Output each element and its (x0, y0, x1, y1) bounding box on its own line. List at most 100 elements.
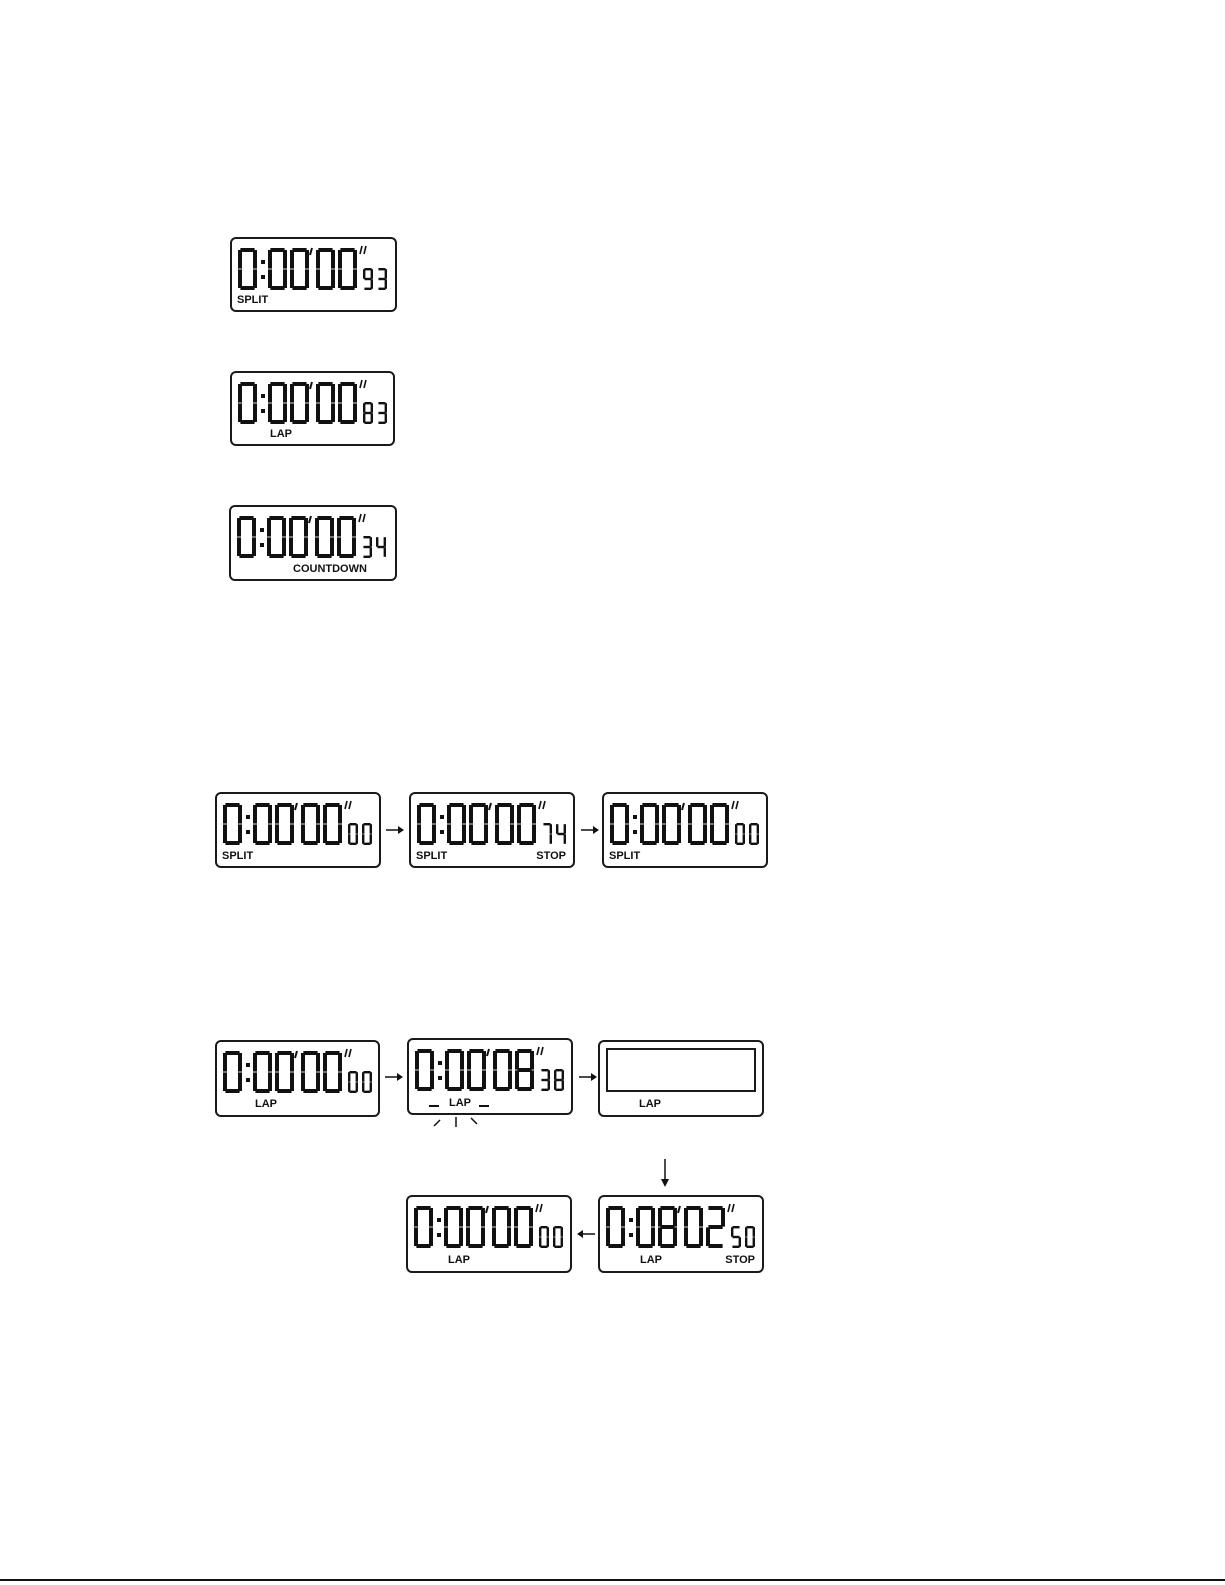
lcd-segment (240, 420, 254, 424)
lcd-segment (255, 1051, 269, 1055)
lcd-segment (371, 413, 373, 423)
lcd-segment (364, 412, 371, 414)
lcd-segment (469, 805, 473, 824)
lcd-segment (651, 1227, 655, 1246)
lcd-display-lap-blank: LAP (598, 1040, 764, 1117)
lcd-segment (655, 824, 659, 843)
lcd-segment (223, 1072, 227, 1091)
lcd-segment (514, 1227, 518, 1246)
lcd-segment (492, 1208, 496, 1227)
lcd-segment (699, 1227, 703, 1246)
lcd-segment (556, 824, 558, 834)
lcd-segment (642, 841, 656, 845)
lcd-segment (304, 518, 308, 537)
seconds-mark (540, 1204, 542, 1212)
display-label: SPLIT (416, 851, 447, 862)
lcd-segment (449, 841, 463, 845)
lcd-segment (385, 279, 387, 289)
lcd-segment (677, 805, 681, 824)
lcd-segment (225, 803, 239, 807)
lcd-segment (315, 537, 319, 556)
lcd-segment (555, 1079, 562, 1081)
lcd-segment (269, 554, 283, 558)
lcd-segment (225, 841, 239, 845)
colon-dot (261, 394, 265, 398)
lcd-display-split-1: SPLIT (215, 792, 381, 868)
lcd-segment (316, 250, 320, 269)
lcd-segment (495, 1049, 509, 1053)
lcd-segment (612, 803, 626, 807)
lcd-segment (349, 823, 356, 825)
lcd-segment (757, 824, 759, 834)
lcd-segment (415, 1051, 419, 1070)
lcd-segment (731, 1227, 733, 1237)
lcd-segment (356, 834, 358, 844)
lcd-segment (688, 805, 692, 824)
right-arrow-icon (580, 824, 600, 836)
lcd-segment (554, 1070, 556, 1080)
display-label: SPLIT (222, 851, 253, 862)
lcd-display-split-3: SPLIT (602, 792, 768, 868)
lcd-segment (710, 824, 714, 843)
lcd-segment (291, 516, 305, 520)
lcd-segment (743, 824, 745, 834)
flash-rays-icon (428, 1112, 484, 1128)
lcd-segment (625, 805, 629, 824)
lcd-segment (417, 1049, 431, 1053)
lcd-display-split: SPLIT (230, 237, 397, 312)
lcd-segment (414, 1227, 418, 1246)
display-label: LAP (639, 1099, 661, 1110)
lcd-segment (610, 805, 614, 824)
lcd-segment (238, 384, 242, 403)
flash-dash-right (479, 1105, 489, 1107)
lcd-segment (370, 1072, 372, 1082)
lcd-segment (462, 824, 466, 843)
lcd-segment (530, 1070, 534, 1089)
lcd-segment (289, 518, 293, 537)
colon-dot (437, 1218, 441, 1222)
lcd-segment (282, 537, 286, 556)
lcd-segment (482, 1051, 486, 1070)
lcd-segment (562, 1070, 564, 1080)
seconds-mark (539, 801, 541, 809)
lcd-segment (495, 805, 499, 824)
lcd-segment (353, 250, 357, 269)
lcd-segment (721, 1208, 725, 1227)
lcd-segment (316, 269, 320, 288)
lcd-segment (356, 1072, 358, 1082)
lcd-segment (292, 382, 306, 386)
lcd-segment (362, 1072, 364, 1082)
lcd-segment (481, 1227, 485, 1246)
lcd-segment (539, 1237, 541, 1247)
lcd-segment (252, 537, 256, 556)
lcd-segment (315, 518, 319, 537)
lcd-segment (305, 250, 309, 269)
lcd-segment (353, 384, 357, 403)
lcd-segment (318, 248, 332, 252)
lcd-segment (462, 805, 466, 824)
lcd-segment (539, 1227, 541, 1237)
lcd-segment (708, 1206, 722, 1210)
lcd-segment (378, 268, 385, 270)
lcd-segment (303, 1089, 317, 1093)
lcd-segment (517, 1087, 531, 1091)
lcd-segment (699, 1208, 703, 1227)
lcd-display-lap-1: LAP (215, 1040, 380, 1117)
lcd-segment (608, 1244, 622, 1248)
lcd-segment (688, 824, 692, 843)
lcd-segment (638, 1244, 652, 1248)
lcd-segment (338, 1053, 342, 1072)
lcd-segment (660, 1225, 674, 1229)
lcd-segment (564, 834, 566, 844)
lcd-segment (352, 537, 356, 556)
lcd-segment (275, 1072, 279, 1091)
lcd-segment (316, 1072, 320, 1091)
lcd-segment (316, 403, 320, 422)
lcd-segment (338, 250, 342, 269)
lcd-segment (363, 269, 365, 279)
lcd-segment (356, 1082, 358, 1092)
lcd-segment (749, 824, 751, 834)
lcd-segment (290, 403, 294, 422)
lcd-segment (642, 803, 656, 807)
lcd-segment (323, 824, 327, 843)
